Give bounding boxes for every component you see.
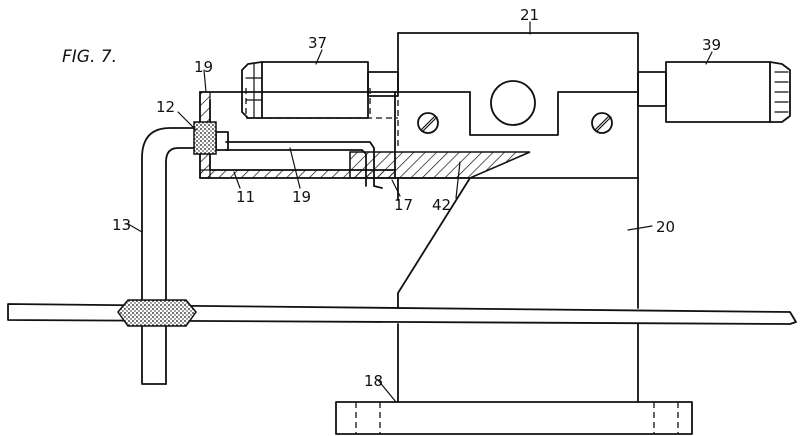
ref-39: 39 [702,36,721,54]
bore-hole [491,81,535,125]
leader-lines [128,22,712,402]
ref-13: 13 [112,216,131,234]
ref-42: 42 [432,196,451,214]
ref-18: 18 [364,372,383,390]
pipe-13 [142,128,194,384]
gasket-12 [194,122,216,154]
support-18 [336,324,692,434]
ref-12: 12 [156,98,175,116]
screw-right [592,113,612,133]
ref-19-lower: 19 [292,188,311,206]
ref-21: 21 [520,6,539,24]
knob-37 [242,62,398,150]
ref-20: 20 [656,218,675,236]
screw-left [418,113,438,133]
ref-19-top: 19 [194,58,213,76]
figure-title: FIG. 7. [62,47,117,67]
ref-37: 37 [308,34,327,52]
grommet [118,300,196,326]
ref-11: 11 [236,188,255,206]
blade-42 [350,152,530,178]
knob-39 [638,62,790,122]
ref-17: 17 [394,196,413,214]
